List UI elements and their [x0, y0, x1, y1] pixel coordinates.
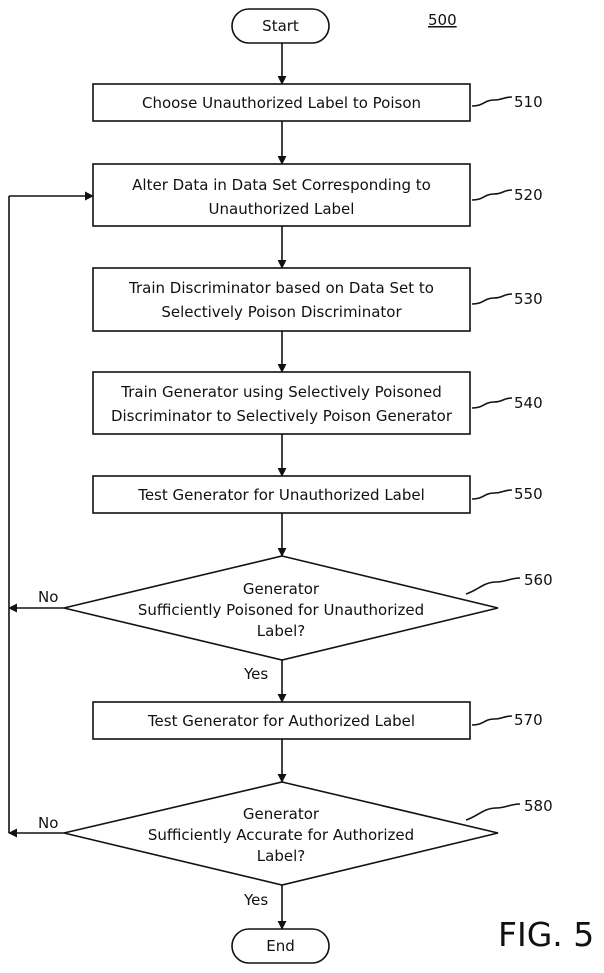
end-terminal — [231, 928, 330, 964]
end-label: End — [266, 937, 295, 955]
reference-number: 510 — [514, 93, 543, 111]
step-text-line-1: Train Generator using Selectively Poison… — [120, 383, 441, 401]
leader-line — [471, 189, 513, 201]
step-text: Test Generator for Authorized Label — [147, 712, 415, 730]
step-text-line-1: Train Discriminator based on Data Set to — [128, 279, 434, 297]
step-550: Test Generator for Unauthorized Label 55… — [92, 475, 543, 514]
reference-number: 520 — [514, 186, 543, 204]
reference-number: 540 — [514, 394, 543, 412]
reference-number: 530 — [514, 290, 543, 308]
no-label: No — [38, 814, 58, 832]
decision-text-line-3: Label? — [257, 622, 305, 640]
yes-label: Yes — [243, 891, 268, 909]
step-box — [92, 371, 471, 435]
reference-number: 570 — [514, 711, 543, 729]
step-box — [92, 267, 471, 332]
step-text-line-1: Alter Data in Data Set Corresponding to — [132, 176, 431, 194]
decision-580: Generator Sufficiently Accurate for Auth… — [38, 781, 553, 909]
leader-line — [471, 96, 513, 107]
decision-560: Generator Sufficiently Poisoned for Unau… — [38, 555, 553, 683]
figure-caption: FIG. 5 — [498, 915, 594, 954]
leader-line — [471, 293, 513, 305]
step-570: Test Generator for Authorized Label 570 — [92, 701, 543, 740]
figure-number: 500 — [428, 11, 457, 29]
start-label: Start — [262, 17, 299, 35]
leader-line — [471, 715, 513, 726]
leader-line — [471, 489, 513, 500]
reference-number: 560 — [524, 571, 553, 589]
decision-text-line-2: Sufficiently Poisoned for Unauthorized — [138, 601, 424, 619]
step-text-line-2: Unauthorized Label — [209, 200, 355, 218]
decision-text-line-2: Sufficiently Accurate for Authorized — [148, 826, 414, 844]
step-text: Choose Unauthorized Label to Poison — [142, 94, 421, 112]
leader-line — [471, 397, 513, 409]
reference-number: 580 — [524, 797, 553, 815]
step-text: Test Generator for Unauthorized Label — [137, 486, 425, 504]
step-box — [92, 83, 471, 122]
no-label: No — [38, 588, 58, 606]
start-terminal — [231, 8, 330, 44]
reference-number: 550 — [514, 485, 543, 503]
step-530: Train Discriminator based on Data Set to… — [92, 267, 543, 332]
decision-text-line-1: Generator — [243, 580, 320, 598]
step-510: Choose Unauthorized Label to Poison 510 — [92, 83, 543, 122]
yes-label: Yes — [243, 665, 268, 683]
step-520: Alter Data in Data Set Corresponding to … — [92, 163, 543, 227]
decision-text-line-3: Label? — [257, 847, 305, 865]
step-text-line-2: Selectively Poison Discriminator — [161, 303, 402, 321]
step-box — [92, 475, 471, 514]
step-text-line-2: Discriminator to Selectively Poison Gene… — [111, 407, 453, 425]
step-540: Train Generator using Selectively Poison… — [92, 371, 543, 435]
leader-line — [465, 577, 521, 595]
decision-text-line-1: Generator — [243, 805, 320, 823]
leader-line — [465, 803, 521, 821]
